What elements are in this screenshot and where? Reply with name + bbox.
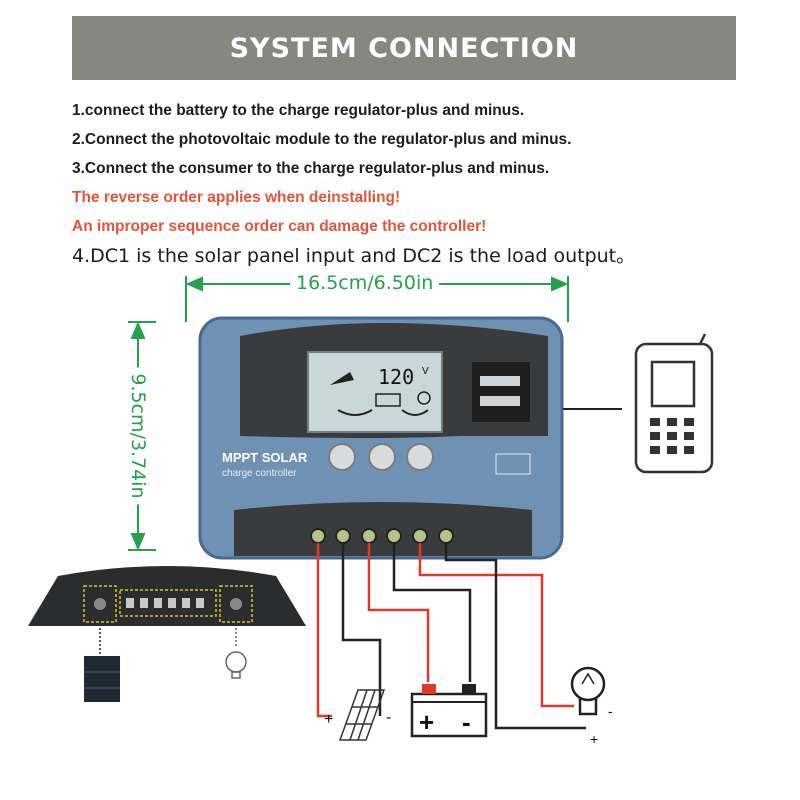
mini-light-bulb-icon	[225, 628, 247, 679]
pv-positive-wire	[316, 543, 332, 718]
load-positive-wire	[418, 543, 574, 708]
usb-port-icon	[480, 396, 520, 406]
battery-minus-sign: -	[462, 707, 471, 737]
instruction-step-4: 4.DC1 is the solar panel input and DC2 i…	[72, 245, 636, 267]
down-button	[406, 443, 434, 471]
light-bulb-icon	[570, 666, 606, 716]
battery-plus-sign: +	[419, 707, 434, 737]
controller-bottom-view	[28, 566, 306, 626]
brand-name: MPPT SOLAR	[222, 450, 308, 465]
lcd-battery-icon	[375, 393, 401, 407]
usb-ports	[472, 362, 530, 422]
title-banner: SYSTEM CONNECTION	[72, 16, 736, 80]
width-dimension-line	[185, 276, 569, 322]
battery-icon	[410, 684, 488, 738]
lcd-voltage-unit: V	[422, 366, 429, 377]
lcd-voltage-value: 120	[378, 365, 414, 389]
menu-button	[328, 443, 356, 471]
warning-reverse-order: The reverse order applies when deinstall…	[72, 189, 401, 206]
lcd-sun-icon	[330, 372, 354, 385]
width-dimension-label: 16.5cm/6.50in	[290, 272, 440, 294]
certification-mark-icon	[495, 453, 531, 475]
load-minus-sign: -	[608, 703, 613, 719]
controller-buttons	[328, 443, 434, 471]
mini-solar-panel-icon	[84, 628, 120, 702]
battery-negative-wire	[392, 543, 472, 682]
mobile-phone-icon	[634, 333, 714, 474]
brand-subtitle: charge controller	[222, 468, 297, 479]
up-button	[368, 443, 396, 471]
load-plus-sign: +	[590, 731, 598, 747]
instruction-step-1: 1.connect the battery to the charge regu…	[72, 102, 525, 119]
height-dimension-label: 9.5cm/3.74in	[127, 367, 149, 505]
banner-title: SYSTEM CONNECTION	[229, 32, 579, 64]
solar-panel-icon	[338, 689, 386, 741]
lcd-load-icon	[417, 391, 431, 405]
wiring	[316, 543, 586, 730]
load-negative-wire	[444, 543, 586, 730]
usb-port-icon	[480, 376, 520, 386]
instruction-step-2: 2.Connect the photovoltaic module to the…	[72, 131, 572, 148]
pv-minus-sign: -	[386, 709, 391, 726]
lcd-screen: 120 V	[307, 351, 443, 433]
lcd-flow-arrow-icon	[401, 409, 429, 416]
pv-plus-sign: +	[324, 711, 333, 728]
pv-negative-wire	[341, 543, 382, 716]
instruction-step-3: 3.Connect the consumer to the charge reg…	[72, 160, 550, 177]
instruction-list: 1.connect the battery to the charge regu…	[72, 96, 772, 271]
lcd-flow-arrow-icon	[337, 409, 373, 416]
battery-positive-wire	[367, 543, 430, 682]
warning-improper-sequence: An improper sequence order can damage th…	[72, 218, 487, 235]
